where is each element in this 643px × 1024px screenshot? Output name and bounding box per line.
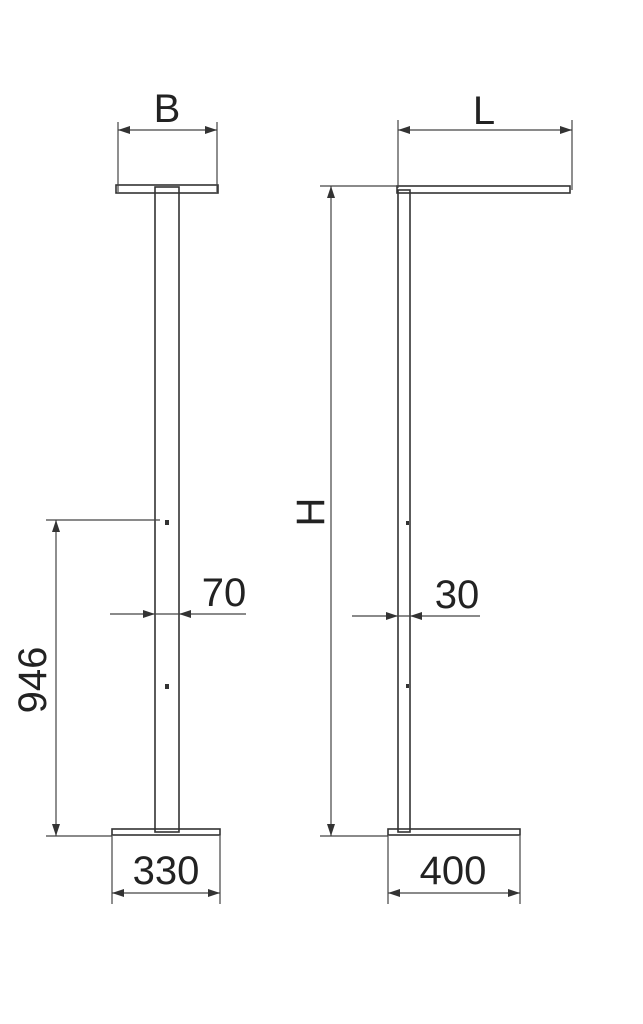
side-lamp-head: [396, 185, 571, 194]
label-L: L: [473, 89, 495, 133]
label-side-base: 400: [420, 849, 487, 893]
side-base: [387, 828, 521, 836]
dimension-H: H: [289, 185, 398, 837]
dimension-B: B: [117, 87, 218, 192]
dimension-front-pole-width: 70: [110, 571, 246, 618]
front-pole-mark-upper: [165, 520, 169, 525]
dimension-mount-height: 946: [11, 519, 160, 837]
dimension-side-base: 400: [387, 836, 521, 904]
dimension-L: L: [397, 89, 573, 190]
front-pole: [154, 186, 180, 833]
front-view: [111, 184, 221, 836]
label-H: H: [289, 498, 333, 527]
side-view: [387, 185, 571, 836]
front-base: [111, 828, 221, 836]
front-pole-mark-lower: [165, 684, 169, 689]
label-mount-height: 946: [11, 647, 55, 714]
label-front-base: 330: [133, 849, 200, 893]
label-B: B: [154, 87, 181, 131]
side-pole: [397, 189, 411, 833]
side-pole-mark-upper: [406, 521, 409, 525]
side-pole-mark-lower: [406, 684, 409, 688]
dimension-side-pole-width: 30: [352, 573, 480, 620]
label-side-pole-width: 30: [435, 573, 480, 617]
dimension-front-base: 330: [111, 836, 221, 904]
front-lamp-head: [115, 184, 219, 194]
label-front-pole-width: 70: [202, 571, 247, 615]
